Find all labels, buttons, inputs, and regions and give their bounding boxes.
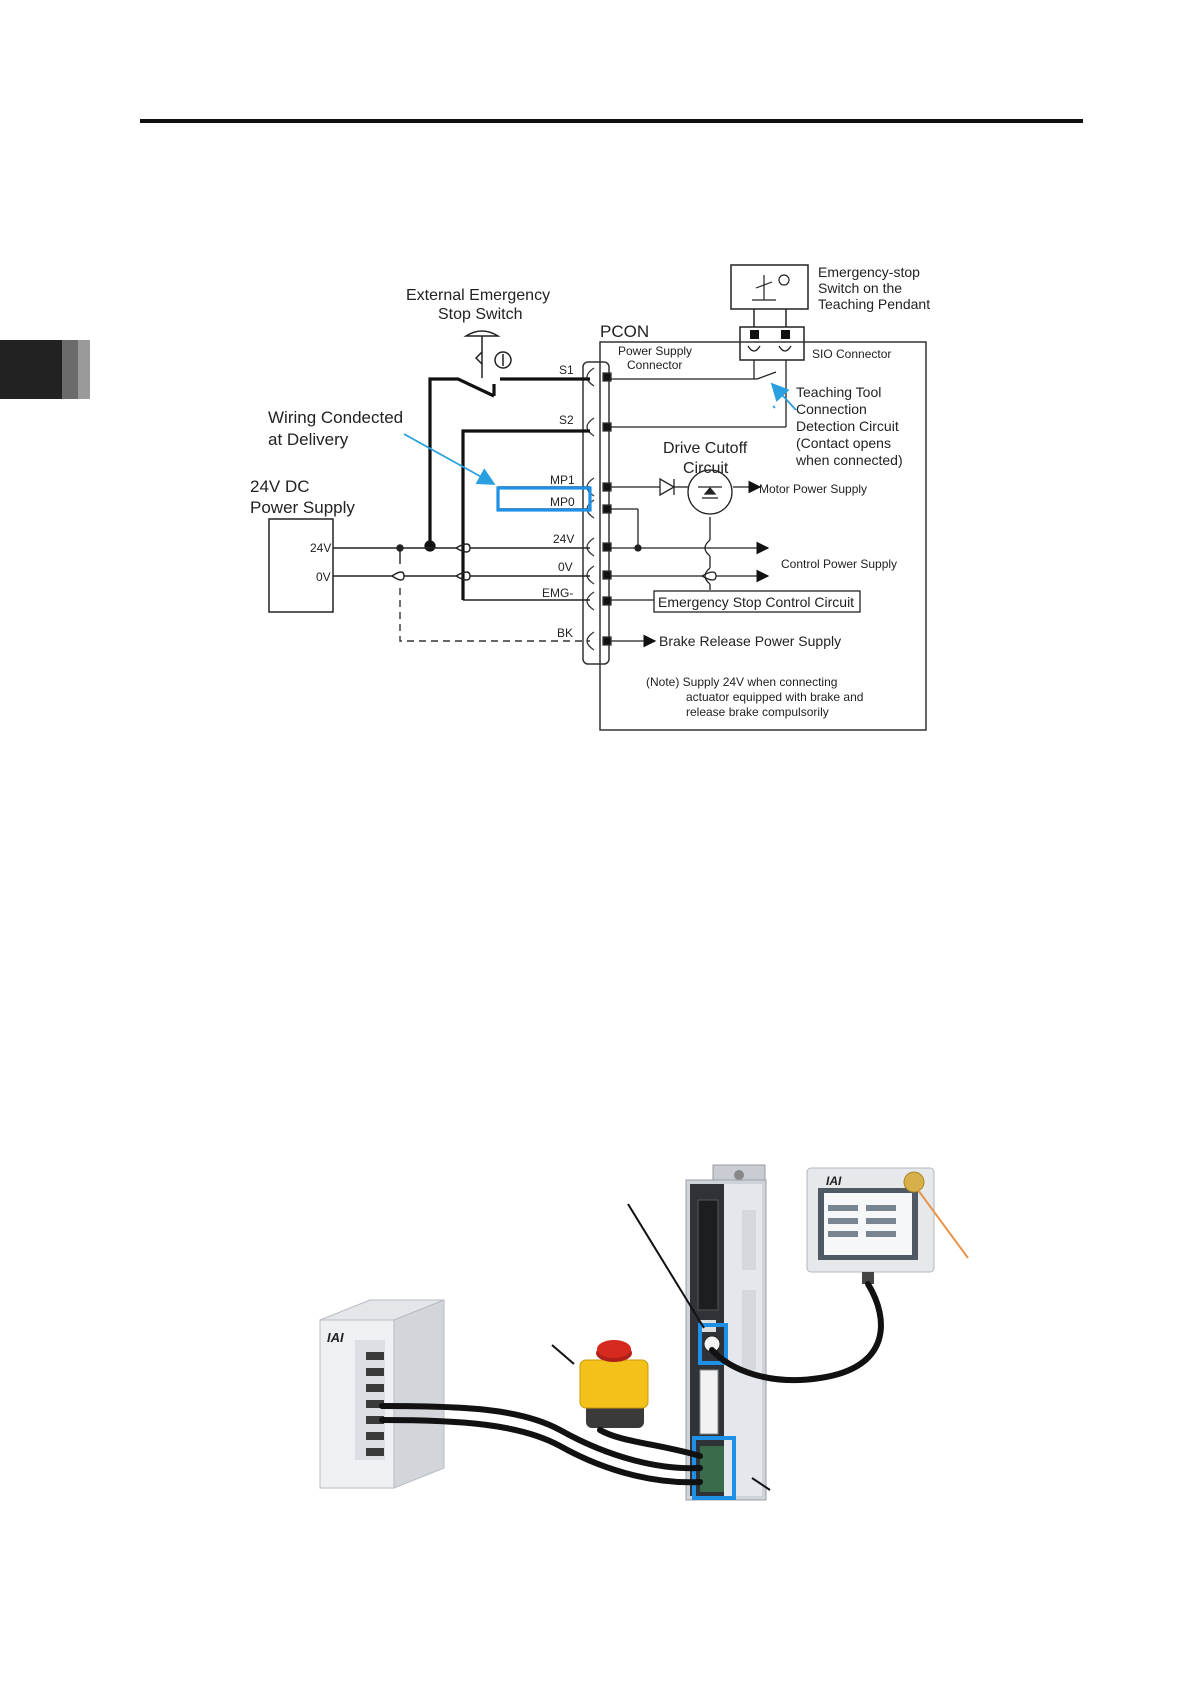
pin-bk-label: BK [557, 626, 573, 640]
pin-0v-label: 0V [558, 560, 573, 574]
psu-box [268, 518, 334, 613]
tp-estop-label-3: Teaching Pendant [818, 296, 930, 312]
psu-24v-label: 24V [310, 541, 331, 555]
motor-ps-label: Motor Power Supply [759, 482, 867, 496]
power-connector-pointer [751, 1477, 771, 1491]
sio-connector-label: SIO Connector [812, 347, 891, 361]
internal-wiring [611, 360, 787, 648]
pcon-label: PCON [600, 322, 649, 341]
sio-highlight [698, 1323, 728, 1365]
psc-label-2: Connector [627, 358, 682, 372]
pin-emg-label: EMG- [542, 586, 573, 600]
header-rule [140, 119, 1083, 123]
external-estop-switch [463, 330, 512, 378]
ttc-label-5: when connected) [795, 452, 903, 468]
estop-button-image [579, 1340, 649, 1428]
note-line-1: (Note) Supply 24V when connecting [646, 675, 837, 689]
pin-24v-label: 24V [553, 532, 574, 546]
chapter-tab [0, 340, 90, 399]
ttc-label-4: (Contact opens [796, 435, 891, 451]
pendant-estop-pointer [917, 1189, 969, 1259]
psu-0v-label: 0V [316, 570, 331, 584]
psu-label-1: 24V DC [250, 477, 310, 496]
ext-estop-label-2: Stop Switch [438, 306, 522, 323]
power-connector-highlight [692, 1436, 736, 1500]
note-line-3: release brake compulsorily [686, 705, 829, 719]
estop-control-circuit-label: Emergency Stop Control Circuit [658, 594, 854, 610]
drive-cutoff-label-2: Circuit [683, 460, 729, 477]
teaching-pendant-estop [730, 264, 809, 330]
power-rails [333, 543, 590, 601]
pin-s2-label: S2 [559, 413, 574, 427]
sio-pointer [627, 1203, 705, 1329]
psc-label-1: Power Supply [618, 344, 692, 358]
thick-wiring [424, 377, 590, 600]
drive-cutoff-transistor [687, 469, 733, 515]
ttc-arrow [770, 382, 797, 411]
pin-mp0-label: MP0 [550, 495, 575, 509]
psu-brand: IAI [327, 1330, 344, 1345]
ttc-label-3: Detection Circuit [796, 418, 899, 434]
psu-unit-image [319, 1299, 445, 1489]
wiring-arrow [403, 433, 496, 485]
ttc-arrow-shaft [772, 405, 776, 409]
teaching-pendant-image [806, 1167, 935, 1284]
estop-control-circuit-box [653, 590, 861, 613]
wiring-label-2: at Delivery [268, 430, 349, 449]
control-ps-label: Control Power Supply [781, 557, 897, 571]
cables [379, 1281, 884, 1486]
ttc-label-2: Connection [796, 401, 867, 417]
ext-estop-label-1: External Emergency [406, 287, 550, 304]
pin-mp1-label: MP1 [550, 473, 575, 487]
tp-estop-label-1: Emergency-stop [818, 264, 920, 280]
ttc-label-1: Teaching Tool [796, 384, 881, 400]
pcon-enclosure [599, 341, 927, 731]
brake-dashed-wire [399, 588, 590, 642]
pendant-brand: IAI [826, 1174, 842, 1188]
pcon-unit-image [685, 1164, 767, 1501]
wiring-label-1: Wiring Condected [268, 408, 403, 427]
wiring-diagram: Emergency-stop Switch on the Teaching Pe… [250, 264, 930, 731]
sio-connector [739, 326, 805, 361]
estop-pointer [551, 1344, 575, 1365]
note-line-2: actuator equipped with brake and [686, 690, 863, 704]
pin-s1-label: S1 [559, 363, 574, 377]
tp-estop-label-2: Switch on the [818, 280, 902, 296]
mp-jumper-highlight [496, 486, 592, 512]
psu-label-2: Power Supply [250, 498, 355, 517]
brake-ps-label: Brake Release Power Supply [659, 633, 841, 649]
drive-cutoff-label-1: Drive Cutoff [663, 440, 748, 457]
